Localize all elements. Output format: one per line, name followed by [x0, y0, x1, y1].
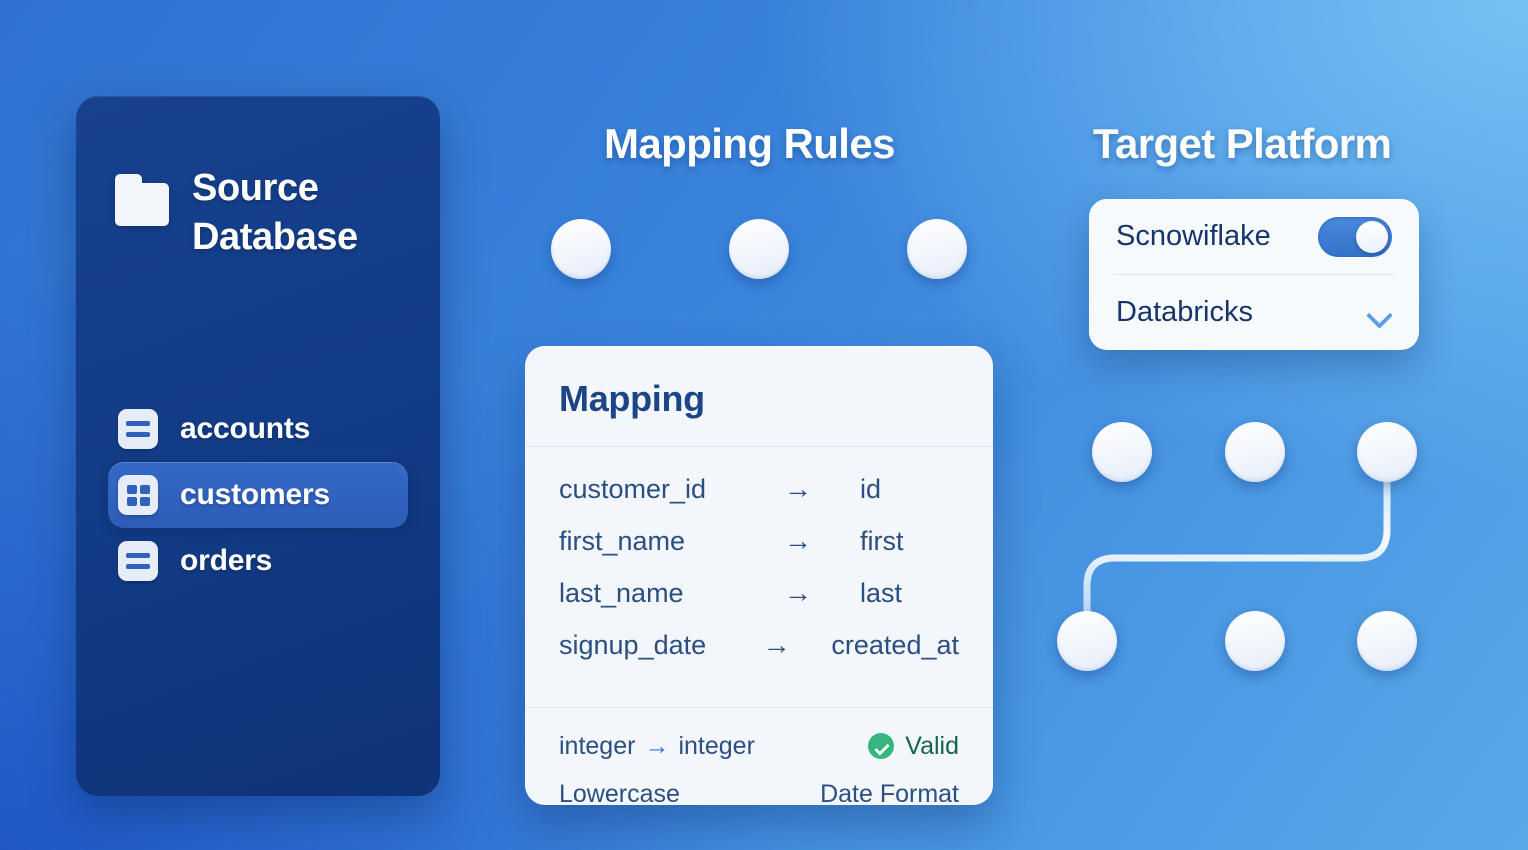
mapping-target-field: last — [860, 577, 903, 608]
mapping-row[interactable]: last_name → last — [559, 567, 959, 619]
target-option-databricks[interactable]: Databricks — [1089, 275, 1419, 350]
sidebar-item-label: orders — [180, 544, 273, 577]
sidebar-title: Source Database — [192, 167, 358, 258]
mapping-source-field: first_name — [559, 525, 686, 556]
mapping-row[interactable]: signup_date → created_at — [559, 619, 959, 671]
type-arrow-icon: → — [644, 731, 670, 760]
mapping-card: Mapping customer_id → id first_name → fi… — [525, 346, 993, 808]
target-option-label: Databricks — [1116, 296, 1253, 328]
mapping-arrow-icon: → — [784, 525, 812, 556]
type-to: integer — [678, 731, 755, 760]
graph-node-right-3[interactable] — [1357, 422, 1417, 482]
sidebar-table-list: accounts customers orders — [76, 396, 440, 594]
sidebar-header: Source Database — [115, 164, 440, 261]
type-from: integer — [559, 731, 636, 760]
sidebar-item-orders[interactable]: orders — [108, 528, 408, 594]
chevron-down-icon[interactable] — [1366, 300, 1392, 326]
mapping-rules-heading: Mapping Rules — [604, 120, 895, 167]
target-platform-heading: Target Platform — [1093, 120, 1392, 167]
table-grid-icon — [118, 475, 158, 515]
target-option-snowflake[interactable]: Scnowiflake — [1089, 199, 1419, 274]
status-badge: Valid — [868, 732, 959, 761]
mapping-arrow-icon: → — [784, 577, 812, 608]
footer-row-transforms: Lowercase Date Format — [559, 770, 959, 818]
sidebar-item-customers[interactable]: customers — [108, 462, 408, 528]
graph-node-top-3[interactable] — [907, 219, 967, 279]
table-list-icon — [118, 541, 158, 581]
mapping-row[interactable]: first_name → first — [559, 515, 959, 567]
mapping-target-field: id — [860, 473, 882, 504]
target-platform-card: Scnowiflake Databricks — [1089, 199, 1419, 350]
graph-node-right-4[interactable] — [1057, 611, 1117, 671]
type-cast-label: integer → integer — [559, 732, 755, 761]
mapping-arrow-icon: → — [762, 629, 791, 660]
mapping-row[interactable]: customer_id → id — [559, 463, 959, 515]
mapping-source-field: customer_id — [559, 473, 707, 504]
target-option-label: Scnowiflake — [1116, 220, 1271, 252]
graph-node-right-2[interactable] — [1225, 422, 1285, 482]
mapping-target-field: first — [860, 525, 904, 556]
mapping-source-field: last_name — [559, 577, 684, 608]
sidebar-item-label: accounts — [180, 412, 311, 445]
mapping-arrow-icon: → — [784, 473, 812, 504]
toggle-knob — [1356, 220, 1388, 253]
sidebar-item-label: customers — [180, 478, 330, 511]
check-circle-icon — [868, 733, 895, 759]
sidebar-item-accounts[interactable]: accounts — [108, 396, 408, 462]
card-divider-bottom — [525, 707, 993, 708]
mapping-card-title: Mapping — [559, 378, 705, 419]
graph-node-top-1[interactable] — [551, 219, 611, 279]
transform-lowercase: Lowercase — [559, 779, 680, 808]
mapping-source-field: signup_date — [559, 629, 707, 660]
graph-node-right-1[interactable] — [1092, 422, 1152, 482]
source-database-sidebar: Source Database accounts customers order — [76, 96, 440, 796]
toggle-switch[interactable] — [1318, 216, 1392, 257]
status-label: Valid — [905, 731, 959, 760]
graph-node-right-5[interactable] — [1225, 611, 1285, 671]
folder-icon — [115, 174, 169, 226]
mapping-target-field: created_at — [831, 629, 959, 660]
field-mapping-list: customer_id → id first_name → first last… — [525, 447, 993, 681]
graph-node-right-6[interactable] — [1357, 611, 1417, 671]
target-card-divider — [1114, 274, 1394, 275]
table-list-icon — [118, 409, 158, 449]
graph-node-top-2[interactable] — [729, 219, 789, 279]
card-divider-top — [525, 446, 993, 447]
footer-row-type: integer → integer Valid — [559, 722, 959, 770]
transform-date-format: Date Format — [820, 779, 959, 808]
mapping-card-footer: integer → integer Valid Lowercase Date For… — [525, 708, 993, 818]
